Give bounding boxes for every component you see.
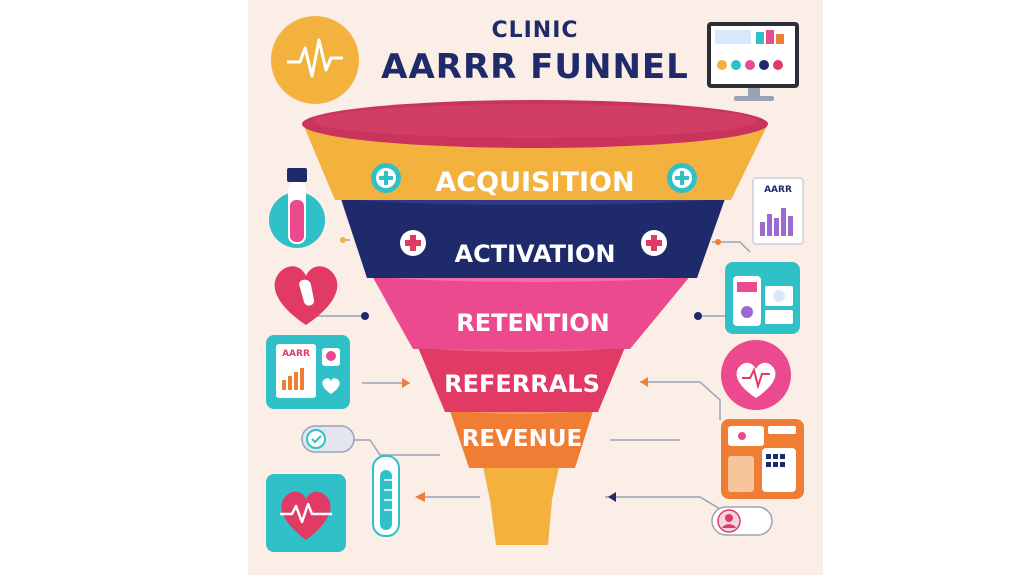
funnel-stage-2 bbox=[340, 196, 726, 278]
test-tube-icon bbox=[269, 168, 325, 248]
stage-label-activation: ACTIVATION bbox=[455, 240, 616, 268]
arrow-right-icon bbox=[402, 378, 410, 388]
page-title: AARRR FUNNEL bbox=[381, 47, 689, 87]
funnel-rim-inner bbox=[313, 104, 757, 138]
funnel-stage-4 bbox=[417, 345, 626, 412]
funnel-spout bbox=[482, 462, 560, 545]
plus-badge-icon bbox=[667, 163, 697, 193]
medical-cross-icon bbox=[641, 230, 667, 256]
document-chart-icon: AARR bbox=[752, 177, 804, 245]
funnel-stage-3 bbox=[371, 274, 692, 349]
monitor-dashboard-icon bbox=[707, 22, 799, 101]
heart-ecg-icon bbox=[266, 474, 346, 552]
plus-badge-icon bbox=[371, 163, 401, 193]
heart-circle-icon bbox=[721, 340, 791, 410]
arrow-left-icon bbox=[608, 492, 616, 502]
stage-label-acquisition: ACQUISITION bbox=[435, 167, 634, 198]
medical-cross-icon bbox=[400, 230, 426, 256]
report-clipboard-text: AARR bbox=[282, 349, 310, 359]
stage-label-referrals: REFERRALS bbox=[444, 370, 600, 398]
funnel-stage-5 bbox=[449, 408, 594, 468]
toggle-icon bbox=[301, 425, 355, 453]
heartbeat-badge-icon bbox=[271, 16, 359, 104]
title-line-1: CLINIC bbox=[491, 18, 579, 43]
stage-label-retention: RETENTION bbox=[456, 309, 610, 337]
document-chart-text: AARR bbox=[764, 185, 792, 195]
connector-lines bbox=[312, 239, 751, 516]
funnel: ACQUISITION ACTIVATION RETENTION REFERRA… bbox=[302, 100, 768, 545]
arrow-left-icon bbox=[640, 377, 648, 387]
thermometer-icon bbox=[372, 455, 400, 537]
arrow-left-icon bbox=[415, 492, 425, 502]
report-clipboard-icon: AARR bbox=[266, 335, 350, 409]
heart-hand-icon bbox=[274, 266, 338, 325]
connector-dots bbox=[340, 237, 721, 502]
avatar-toggle-icon bbox=[711, 506, 773, 536]
stage-label-revenue: REVENUE bbox=[462, 426, 583, 452]
tablet-clipboard-icon bbox=[721, 419, 804, 499]
device-dashboard-icon bbox=[725, 262, 800, 334]
